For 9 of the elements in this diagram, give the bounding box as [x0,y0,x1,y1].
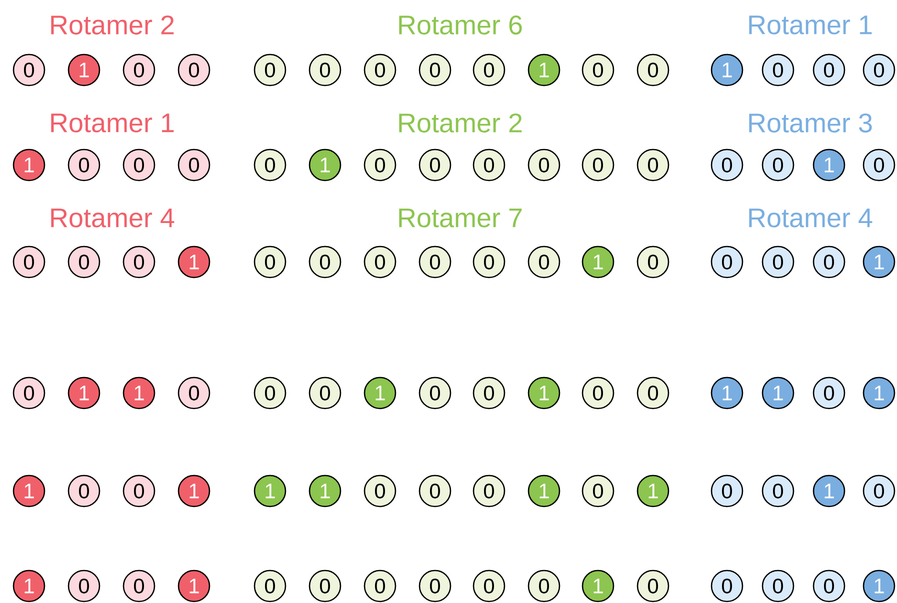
rotamer-label: Rotamer 7 [399,208,522,228]
rotamer-label: Rotamer 2 [399,113,522,133]
rotamer-label: Rotamer 4 [749,208,872,228]
rotamer-label: Rotamer 1 [749,16,872,34]
rotamer-label: Rotamer 2 [51,15,174,35]
rotamer-label: Rotamer 4 [51,208,174,228]
rotamer-label: Rotamer 3 [749,113,872,133]
rotamer-label: Rotamer 1 [51,114,174,132]
rotamer-label: Rotamer 6 [399,15,522,35]
